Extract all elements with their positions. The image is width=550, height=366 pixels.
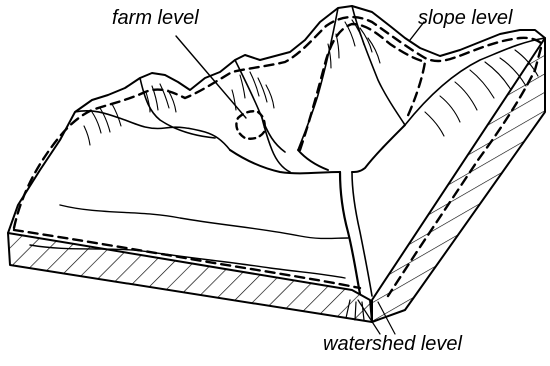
right-peak-contours	[328, 20, 380, 68]
tributary-left	[230, 150, 340, 173]
central-ridge-left	[140, 78, 215, 138]
block-front-face	[8, 233, 372, 322]
watershed-level-label: watershed level	[323, 334, 462, 354]
right-peak-slope	[298, 8, 338, 150]
central-peak	[235, 60, 285, 152]
slope-level-label: slope level	[418, 8, 513, 28]
tributary-right	[352, 125, 405, 172]
tributary-center	[298, 150, 328, 170]
slope-boundary	[300, 24, 425, 150]
left-ridge	[75, 111, 230, 150]
main-river	[340, 172, 360, 294]
farm-boundary	[236, 111, 264, 139]
main-river-bank	[352, 172, 372, 296]
farm-level-label: farm level	[112, 8, 199, 28]
farm-leader-line	[176, 36, 246, 118]
stream-left-plain	[60, 205, 348, 239]
central-hill-contours	[232, 72, 274, 110]
right-peak-side	[352, 6, 405, 125]
tributary-farm	[262, 118, 290, 172]
left-hill-contours	[84, 84, 176, 145]
